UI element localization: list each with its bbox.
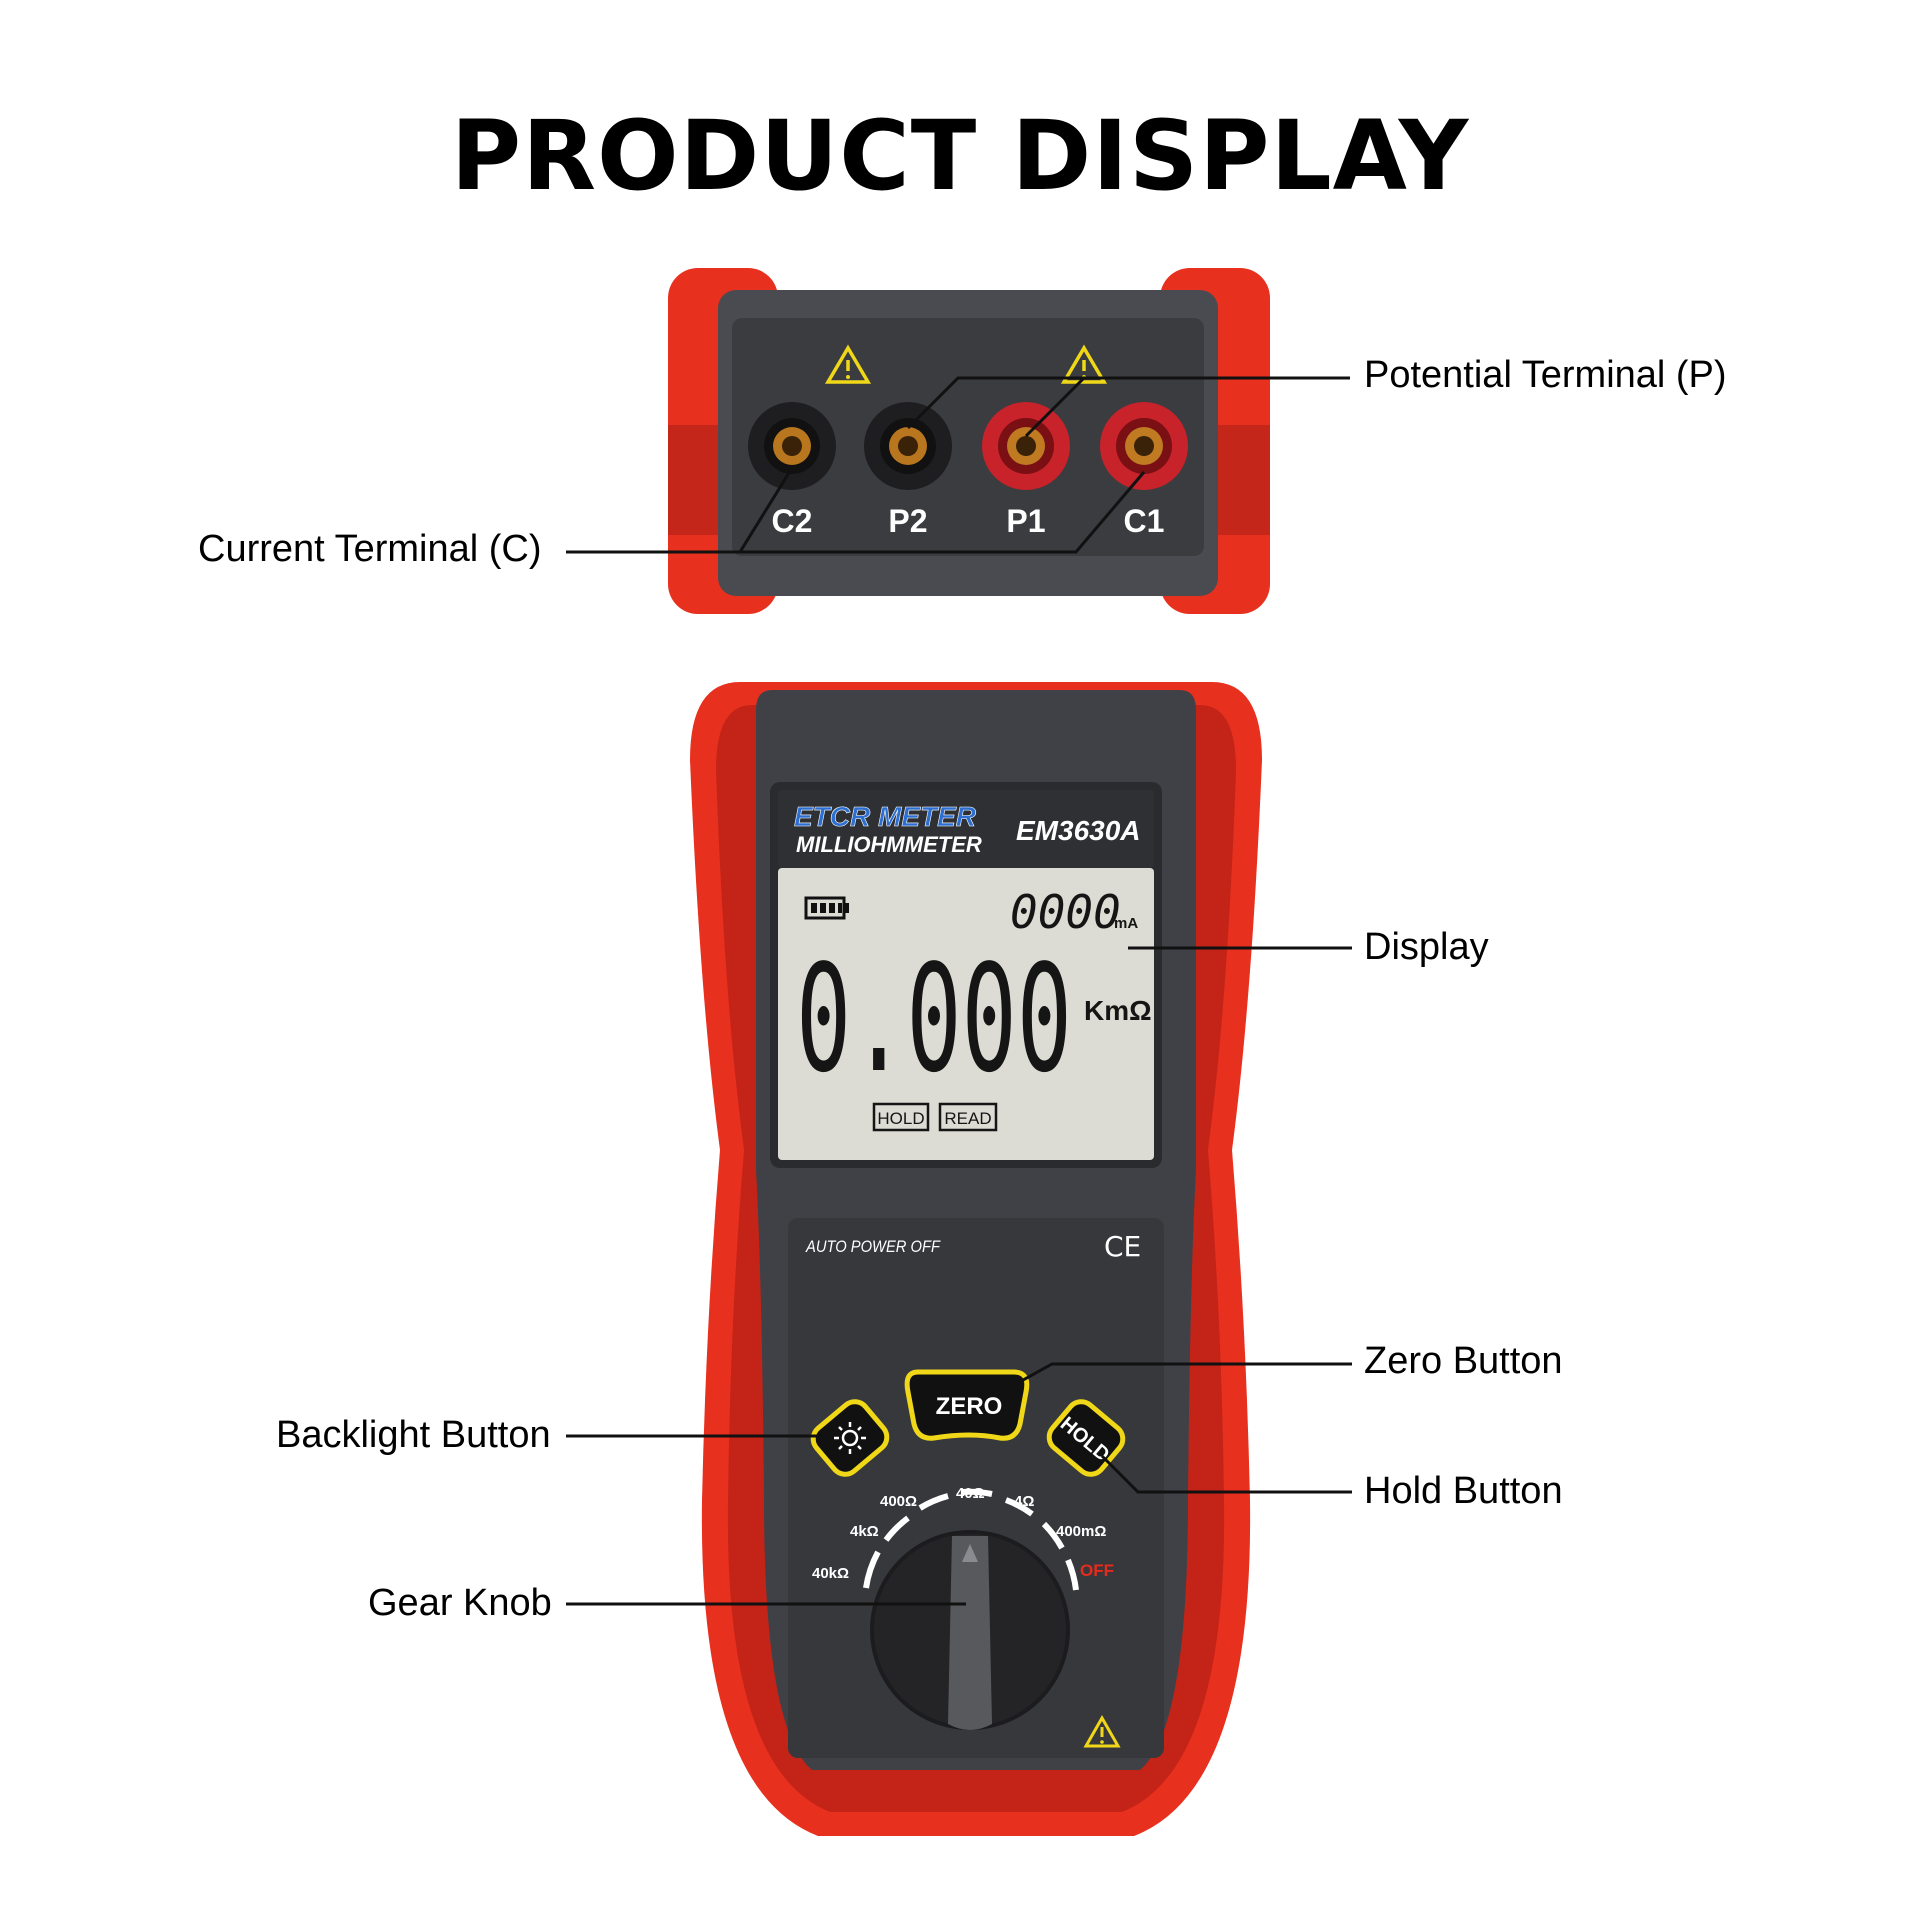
terminal-c2-label: C2 (772, 503, 813, 539)
terminal-p2-label: P2 (888, 503, 927, 539)
gear-knob-callout: Gear Knob (368, 1582, 552, 1624)
main-unit: KmΩ (1084, 995, 1152, 1026)
model-label: EM3630A (1016, 815, 1141, 846)
dial-ticks (863, 1488, 1079, 1591)
read-indicator: READ (944, 1109, 991, 1128)
zero-button-callout: Zero Button (1364, 1340, 1563, 1382)
terminal-p1-socket[interactable] (982, 402, 1070, 490)
terminal-c1-label: C1 (1124, 503, 1165, 539)
range-40k-label: 40kΩ (812, 1565, 849, 1582)
product-type-label: MILLIOHMMETER (796, 832, 982, 857)
range-400-label: 400Ω (880, 1493, 917, 1510)
hold-button-callout: Hold Button (1364, 1470, 1563, 1512)
range-40-label: 40Ω (956, 1485, 985, 1502)
hold-button[interactable]: HOLD (1043, 1396, 1128, 1480)
brand-logo: ETCR METER (794, 801, 977, 832)
main-reading: 0.000 (796, 933, 1072, 1105)
ce-mark: CE (1104, 1230, 1141, 1263)
backlight-button[interactable] (807, 1396, 892, 1480)
display-callout: Display (1364, 926, 1489, 968)
battery-icon (804, 896, 849, 920)
current-terminal-callout: Current Terminal (C) (198, 528, 542, 570)
warning-icon (1083, 1714, 1121, 1748)
range-4k-label: 4kΩ (850, 1523, 879, 1540)
current-leader (738, 467, 794, 553)
potential-leader (906, 376, 1350, 430)
potential-terminal-callout: Potential Terminal (P) (1364, 354, 1727, 396)
hold-indicator: HOLD (877, 1109, 924, 1128)
hold-leader (1100, 1454, 1352, 1494)
zero-button[interactable]: ZERO (904, 1369, 1030, 1441)
page-title: PRODUCT DISPLAY (450, 100, 1470, 212)
warning-icon (824, 344, 872, 384)
current-unit: mA (1114, 915, 1138, 932)
range-4-label: 4Ω (1014, 1493, 1034, 1510)
gear-knob[interactable] (870, 1530, 1070, 1730)
potential-leader (1024, 376, 1086, 438)
terminal-p1-label: P1 (1006, 503, 1045, 539)
off-label: OFF (1080, 1561, 1114, 1580)
auto-power-off-label: AUTO POWER OFF (805, 1237, 941, 1256)
range-400m-label: 400mΩ (1056, 1523, 1106, 1540)
zero-leader (1015, 1362, 1352, 1386)
backlight-button-callout: Backlight Button (276, 1414, 551, 1456)
terminal-c2-socket[interactable] (748, 402, 836, 490)
sun-icon (834, 1422, 866, 1454)
terminal-c1-socket[interactable] (1100, 402, 1188, 490)
terminal-p2-socket[interactable] (864, 402, 952, 490)
zero-button-label: ZERO (936, 1393, 1003, 1420)
lcd-screen (778, 868, 1154, 1160)
current-leader (566, 471, 1146, 554)
current-reading: 0000 (1010, 885, 1121, 939)
